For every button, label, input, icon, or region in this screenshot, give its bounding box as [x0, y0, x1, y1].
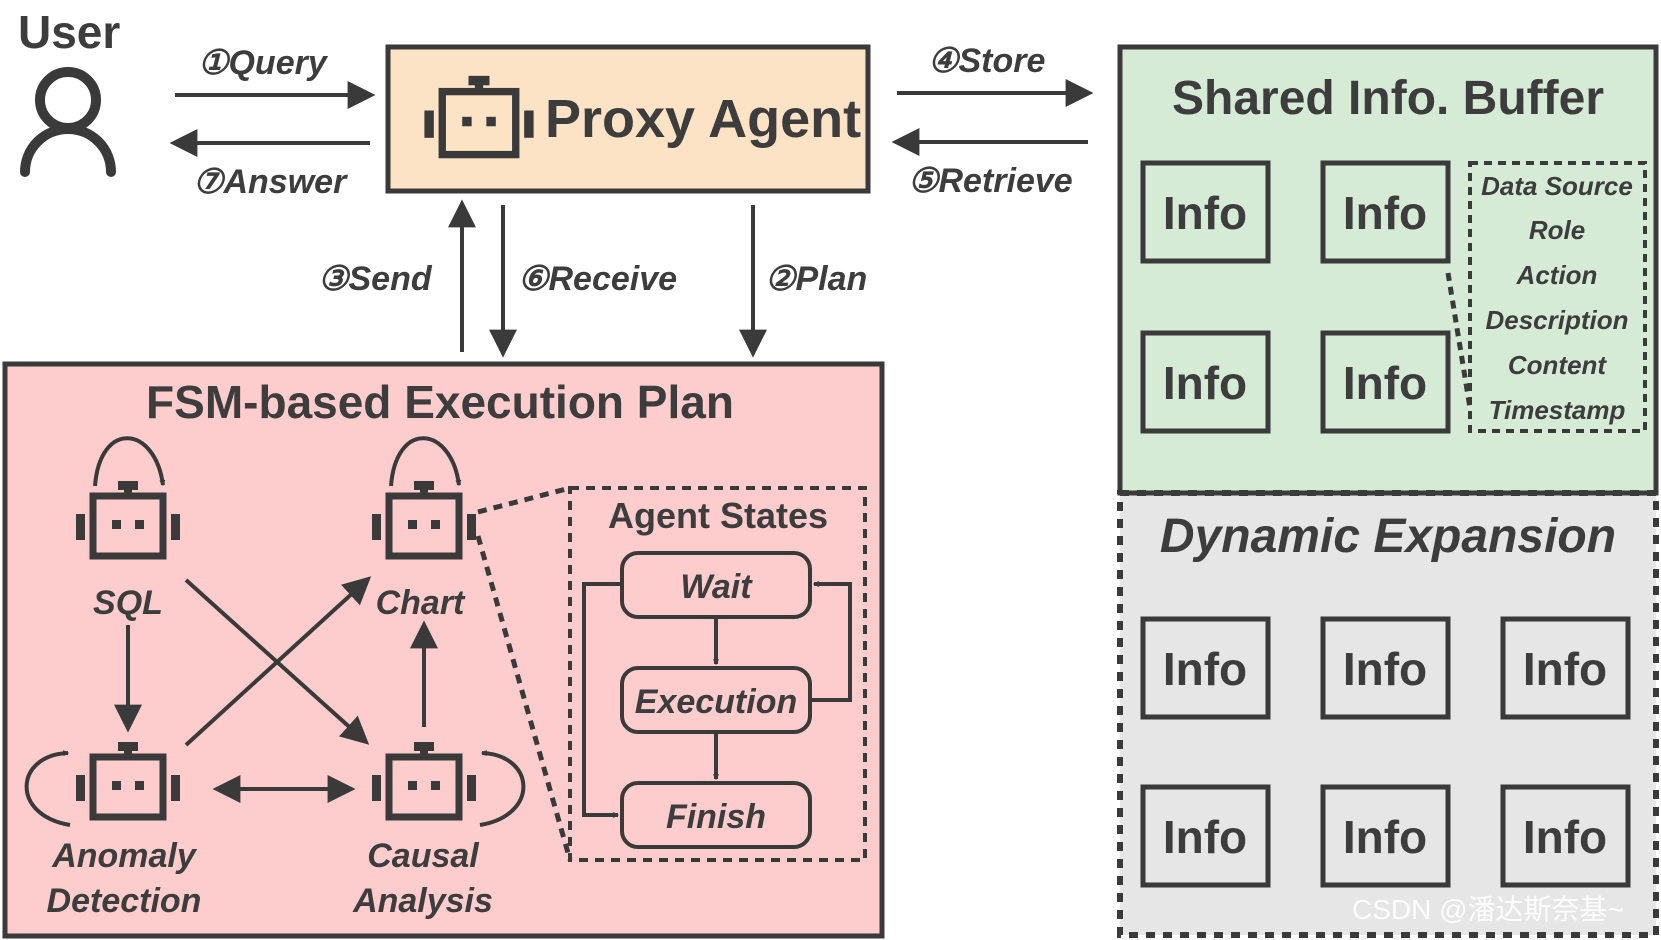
- expansion-info-box: [1320, 784, 1451, 888]
- shared-buffer-box: [1117, 44, 1659, 496]
- chart-label: Chart: [376, 584, 466, 622]
- buffer-info-box: [1140, 160, 1271, 264]
- expansion-info-box: [1140, 784, 1271, 888]
- fields-callout-box: [1468, 161, 1647, 433]
- expansion-info-box: [1500, 616, 1631, 720]
- expansion-info-box: [1140, 616, 1271, 720]
- send-label: ③Send: [318, 260, 433, 298]
- agent-states-panel: [568, 486, 867, 862]
- retrieve-label: ⑤Retrieve: [908, 162, 1073, 200]
- expansion-info-label: Info: [1343, 643, 1427, 695]
- buffer-info-box: [1320, 160, 1451, 264]
- expansion-info-label: Info: [1523, 811, 1607, 863]
- user-label: User: [18, 6, 120, 58]
- receive-label: ⑥Receive: [518, 260, 677, 298]
- expansion-info-box: [1500, 784, 1631, 888]
- buffer-info-label: Info: [1163, 357, 1247, 409]
- buffer-info-box: [1320, 330, 1451, 434]
- expansion-info-label: Info: [1523, 643, 1607, 695]
- dynamic-expansion-box: [1117, 490, 1659, 938]
- fields-callout-line: [1445, 272, 1473, 409]
- field-content: Content: [1508, 350, 1608, 380]
- plan-label: ②Plan: [765, 260, 867, 298]
- field-description: Description: [1485, 305, 1628, 335]
- sql-label: SQL: [93, 584, 163, 622]
- state-finish: [620, 781, 812, 849]
- causal-label-line2: Analysis: [352, 882, 493, 920]
- anomaly-label-line2: Detection: [47, 882, 202, 920]
- execution-to-wait-arrow: [810, 581, 852, 702]
- anomaly-self-loop: [24, 750, 71, 827]
- fsm-plan-title: FSM-based Execution Plan: [146, 376, 734, 428]
- wait-to-finish-arrow: [582, 582, 622, 818]
- sql-to-causal-arrow: [184, 578, 370, 745]
- buffer-info-label: Info: [1343, 357, 1427, 409]
- query-label: ①Query: [198, 44, 329, 82]
- watermark: CSDN @潘达斯奈基~: [1352, 894, 1624, 925]
- anomaly-to-chart-arrow: [184, 576, 372, 747]
- shared-buffer-title: Shared Info. Buffer: [1172, 72, 1604, 125]
- state-wait-label: Wait: [680, 568, 753, 606]
- field-data-source: Data Source: [1481, 171, 1633, 201]
- field-role: Role: [1529, 215, 1585, 245]
- state-finish-label: Finish: [666, 798, 766, 836]
- expansion-info-label: Info: [1163, 643, 1247, 695]
- store-label: ④Store: [928, 42, 1045, 80]
- expansion-info-label: Info: [1163, 811, 1247, 863]
- causal-self-loop: [479, 750, 526, 827]
- proxy-agent-title: Proxy Agent: [545, 89, 861, 149]
- chart-self-loop: [389, 436, 462, 487]
- user-icon: [20, 67, 116, 177]
- buffer-info-box: [1140, 330, 1271, 434]
- dynamic-expansion-title: Dynamic Expansion: [1160, 510, 1616, 563]
- sql-self-loop: [93, 436, 166, 487]
- agent-states-title: Agent States: [608, 495, 828, 536]
- answer-label: ⑦Answer: [193, 163, 348, 201]
- anomaly-label-line1: Anomaly: [51, 837, 198, 875]
- field-timestamp: Timestamp: [1489, 395, 1626, 425]
- buffer-info-label: Info: [1163, 187, 1247, 239]
- field-action: Action: [1516, 260, 1598, 290]
- causal-label-line1: Causal: [367, 837, 480, 875]
- zoom-line-bottom: [475, 535, 573, 861]
- buffer-info-label: Info: [1343, 187, 1427, 239]
- state-execution-label: Execution: [635, 683, 797, 721]
- expansion-info-label: Info: [1343, 811, 1427, 863]
- expansion-info-box: [1320, 616, 1451, 720]
- fsm-plan-box: [2, 361, 885, 939]
